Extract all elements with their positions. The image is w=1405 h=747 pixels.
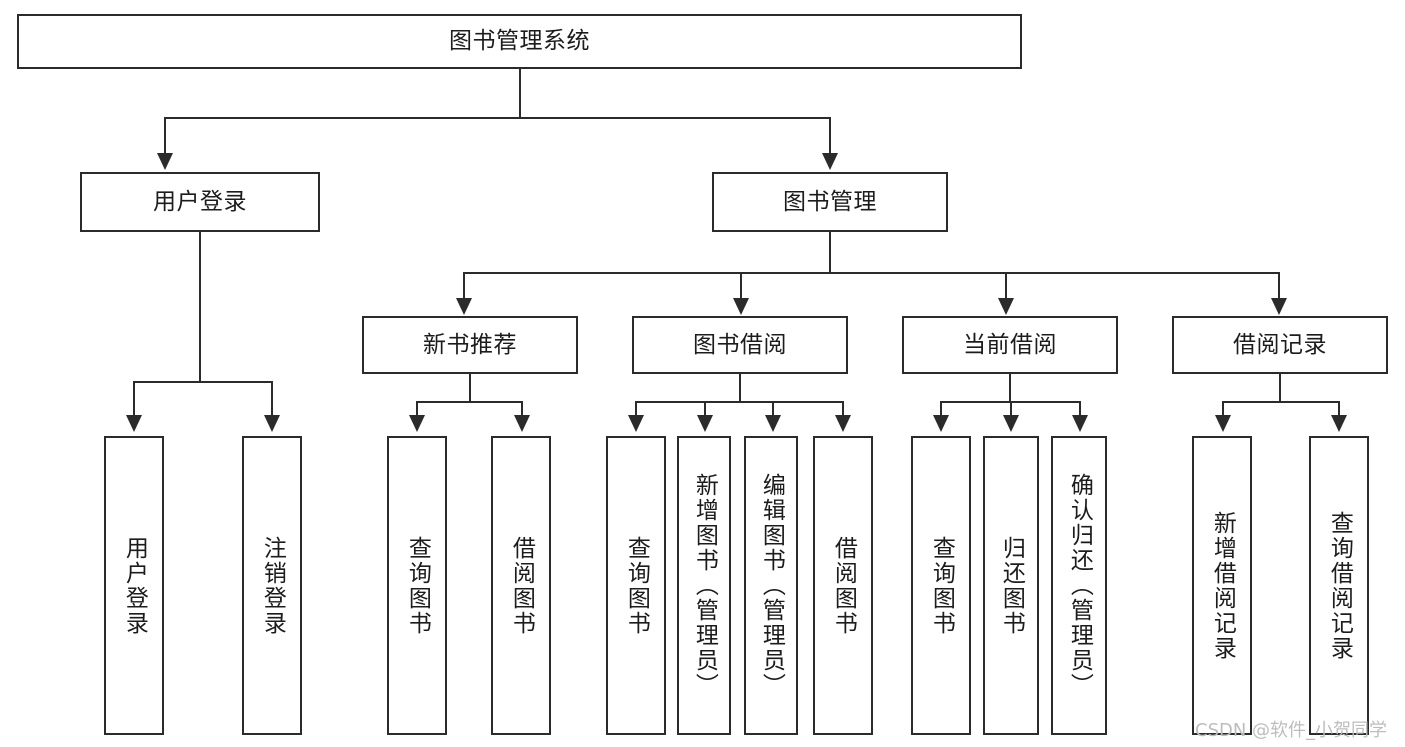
connector-drop-leaf6 xyxy=(704,401,706,417)
arrowhead-newbook xyxy=(456,298,472,315)
node-root-label: 图书管理系统 xyxy=(449,28,590,55)
arrowhead-records xyxy=(1271,298,1287,315)
node-leaf-query-book-new-label: 查询图书 xyxy=(404,535,431,636)
arrowhead-bookmgmt xyxy=(822,153,838,170)
arrowhead-borrow xyxy=(733,298,749,315)
node-leaf-confirm-return-label: 确认归还（管理员） xyxy=(1066,473,1093,698)
node-current-label: 当前借阅 xyxy=(963,331,1057,358)
node-leaf-logout[interactable]: 注销登录 xyxy=(242,436,302,735)
arrowhead-leaf7 xyxy=(765,415,781,432)
arrowhead-leaf2 xyxy=(264,415,280,432)
connector-drop-leaf3 xyxy=(416,401,418,417)
node-leaf-user-login-label: 用户登录 xyxy=(121,535,148,636)
node-leaf-query-book-borrow[interactable]: 查询图书 xyxy=(606,436,666,735)
node-leaf-return-book[interactable]: 归还图书 xyxy=(983,436,1039,735)
node-root[interactable]: 图书管理系统 xyxy=(17,14,1022,69)
arrowhead-leaf1 xyxy=(126,415,142,432)
node-records-label: 借阅记录 xyxy=(1233,331,1327,358)
connector-drop-leaf1 xyxy=(133,381,135,417)
connector-drop-leaf8 xyxy=(842,401,844,417)
connector-drop-leaf11 xyxy=(1079,401,1081,417)
connector-drop-leaf2 xyxy=(271,381,273,417)
node-borrow-label: 图书借阅 xyxy=(693,331,787,358)
node-leaf-user-login[interactable]: 用户登录 xyxy=(104,436,164,735)
node-newbook-label: 新书推荐 xyxy=(423,331,517,358)
node-leaf-query-record-label: 查询借阅记录 xyxy=(1326,510,1353,661)
arrowhead-leaf5 xyxy=(628,415,644,432)
node-leaf-query-book-current[interactable]: 查询图书 xyxy=(911,436,971,735)
node-leaf-return-book-label: 归还图书 xyxy=(998,535,1025,636)
node-leaf-add-book[interactable]: 新增图书（管理员） xyxy=(677,436,731,735)
connector-login-stem xyxy=(199,232,201,382)
connector-drop-login xyxy=(164,117,166,155)
node-leaf-borrow-book[interactable]: 借阅图书 xyxy=(813,436,873,735)
arrowhead-leaf13 xyxy=(1331,415,1347,432)
connector-drop-leaf9 xyxy=(940,401,942,417)
connector-drop-leaf7 xyxy=(772,401,774,417)
connector-level2-bus xyxy=(164,117,830,119)
node-leaf-query-record[interactable]: 查询借阅记录 xyxy=(1309,436,1369,735)
connector-drop-leaf4 xyxy=(521,401,523,417)
node-leaf-query-book-current-label: 查询图书 xyxy=(928,535,955,636)
node-leaf-add-record[interactable]: 新增借阅记录 xyxy=(1192,436,1252,735)
node-borrow[interactable]: 图书借阅 xyxy=(632,316,848,374)
node-leaf-logout-label: 注销登录 xyxy=(259,535,286,636)
arrowhead-leaf9 xyxy=(933,415,949,432)
arrowhead-leaf10 xyxy=(1003,415,1019,432)
arrowhead-login xyxy=(157,153,173,170)
node-leaf-query-book-new[interactable]: 查询图书 xyxy=(387,436,447,735)
connector-drop-newbook xyxy=(463,272,465,300)
csdn-watermark: CSDN @软件_小贺同学 xyxy=(1195,720,1388,741)
node-newbook[interactable]: 新书推荐 xyxy=(362,316,578,374)
node-bookmgmt-label: 图书管理 xyxy=(783,188,877,215)
connector-drop-borrow xyxy=(740,272,742,300)
connector-drop-leaf13 xyxy=(1338,401,1340,417)
connector-borrow-stem xyxy=(739,374,741,402)
node-login-label: 用户登录 xyxy=(153,188,247,215)
connector-newbook-stem xyxy=(469,374,471,402)
node-leaf-edit-book[interactable]: 编辑图书（管理员） xyxy=(744,436,798,735)
node-leaf-borrow-book-label: 借阅图书 xyxy=(830,535,857,636)
node-current[interactable]: 当前借阅 xyxy=(902,316,1118,374)
connector-level3-bus xyxy=(463,272,1279,274)
arrowhead-leaf4 xyxy=(514,415,530,432)
connector-borrow-bus xyxy=(635,401,843,403)
node-leaf-query-book-borrow-label: 查询图书 xyxy=(623,535,650,636)
arrowhead-leaf11 xyxy=(1072,415,1088,432)
arrowhead-leaf12 xyxy=(1215,415,1231,432)
connector-newbook-bus xyxy=(416,401,522,403)
connector-login-bus xyxy=(133,381,272,383)
connector-drop-current xyxy=(1005,272,1007,300)
connector-root-stem xyxy=(519,69,521,118)
connector-drop-bookmgmt xyxy=(829,117,831,155)
arrowhead-current xyxy=(998,298,1014,315)
connector-records-bus xyxy=(1222,401,1339,403)
connector-records-stem xyxy=(1279,374,1281,402)
node-login[interactable]: 用户登录 xyxy=(80,172,320,232)
node-leaf-borrow-book-new[interactable]: 借阅图书 xyxy=(491,436,551,735)
arrowhead-leaf8 xyxy=(835,415,851,432)
arrowhead-leaf3 xyxy=(409,415,425,432)
node-bookmgmt[interactable]: 图书管理 xyxy=(712,172,948,232)
connector-drop-leaf12 xyxy=(1222,401,1224,417)
node-leaf-add-record-label: 新增借阅记录 xyxy=(1209,510,1236,661)
node-leaf-borrow-book-new-label: 借阅图书 xyxy=(508,535,535,636)
connector-drop-records xyxy=(1278,272,1280,300)
arrowhead-leaf6 xyxy=(697,415,713,432)
node-records[interactable]: 借阅记录 xyxy=(1172,316,1388,374)
connector-bookmgmt-stem xyxy=(829,232,831,273)
connector-current-stem xyxy=(1009,374,1011,402)
connector-drop-leaf10 xyxy=(1010,401,1012,417)
node-leaf-edit-book-label: 编辑图书（管理员） xyxy=(758,473,785,698)
node-leaf-confirm-return[interactable]: 确认归还（管理员） xyxy=(1051,436,1107,735)
node-leaf-add-book-label: 新增图书（管理员） xyxy=(691,473,718,698)
connector-drop-leaf5 xyxy=(635,401,637,417)
